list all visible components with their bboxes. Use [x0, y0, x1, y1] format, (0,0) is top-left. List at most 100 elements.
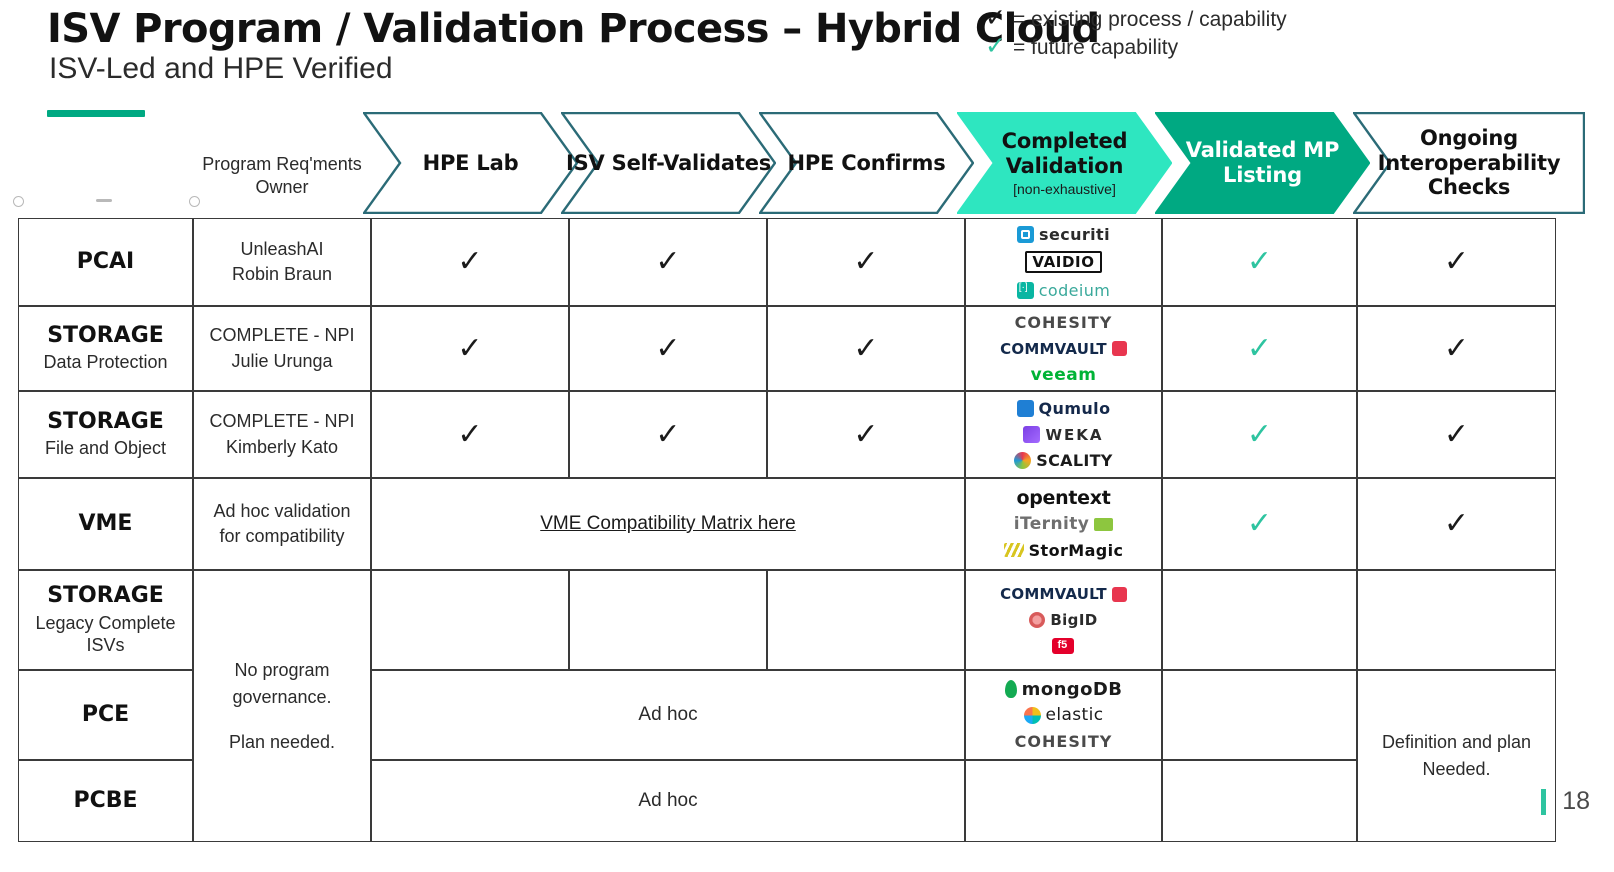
stage-chevron-validated-mp-listing[interactable]: Validated MP Listing: [1155, 112, 1370, 214]
logo-bigid: BigID: [1029, 611, 1097, 629]
column-header-owner: Program Req'ments Owner: [193, 112, 371, 214]
validated-mp-cell: ✓: [1162, 306, 1357, 391]
ongoing-checks-cell: [1357, 570, 1556, 670]
completed-validation-cell: opentext iTernity StorMagic: [965, 478, 1162, 570]
chevron-shape-icon: [561, 112, 776, 214]
legend-label: = future capability: [1012, 36, 1179, 59]
check-icon: ✓: [1246, 330, 1273, 366]
logo-opentext: opentext: [1017, 487, 1111, 509]
completed-validation-cell: securiti VAIDIO codeium: [965, 218, 1162, 306]
validated-mp-cell: ✓: [1162, 391, 1357, 478]
logo-cohesity: COHESITY: [1015, 732, 1113, 751]
elastic-icon: [1023, 706, 1041, 724]
vme-merged-cell: VME Compatibility Matrix here: [371, 478, 965, 570]
hpe-lab-cell: ✓: [371, 306, 569, 391]
logo-label: COMMVAULT: [1000, 339, 1107, 358]
isv-self-cell: [569, 570, 767, 670]
owner-cell: COMPLETE - NPI Julie Urunga: [193, 306, 371, 391]
logo-qumulo: Qumulo: [1016, 399, 1111, 418]
vme-compatibility-matrix-link[interactable]: VME Compatibility Matrix here: [540, 513, 796, 534]
page-number-value: 18: [1562, 787, 1590, 815]
securiti-icon: [1017, 225, 1035, 243]
owner-header-label: Program Req'ments Owner: [202, 153, 362, 198]
pcbe-merged-cell: Ad hoc: [371, 760, 965, 842]
check-icon: ✓: [655, 416, 681, 452]
check-icon: ✓: [853, 244, 879, 279]
logo-vaidio: VAIDIO: [1025, 251, 1102, 273]
ongoing-checks-cell: ✓: [1357, 306, 1556, 391]
check-icon: ✓: [1443, 416, 1470, 452]
owner-line-1: COMPLETE - NPI: [209, 325, 355, 346]
check-icon: ✓: [985, 32, 1006, 60]
owner-cell: Ad hoc validation for compatibility: [193, 478, 371, 570]
check-icon: ✓: [853, 416, 879, 452]
qumulo-icon: [1016, 400, 1034, 417]
weka-icon: [1023, 426, 1041, 443]
hpe-confirms-cell: ✓: [767, 306, 965, 391]
completed-validation-cell: mongoDB elastic COHESITY: [965, 670, 1162, 760]
stage-chevron-ongoing-interoperability-checks[interactable]: Ongoing Interoperability Checks: [1353, 112, 1585, 214]
completed-validation-cell: Qumulo WEKA SCALITY: [965, 391, 1162, 478]
validated-mp-cell: ✓: [1162, 478, 1357, 570]
logo-label: WEKA: [1045, 425, 1104, 444]
stage-label: HPE Confirms: [787, 150, 946, 175]
validation-matrix: PCAI UnleashAI Robin Braun ✓ ✓ ✓ securit…: [18, 218, 1556, 842]
page-accent-bar: [1541, 788, 1547, 815]
governance-line-1: No program governance.: [232, 659, 332, 707]
stage-chevron-hpe-confirms[interactable]: HPE Confirms: [759, 112, 974, 214]
stage-label: Ongoing Interoperability Checks: [1377, 125, 1561, 200]
logo-stack: securiti VAIDIO codeium: [1016, 224, 1111, 300]
page-number: 18: [1541, 787, 1590, 816]
chevron-shape-icon: [363, 112, 578, 214]
check-icon: ✓: [457, 416, 483, 452]
legend-label: = existing process / capability: [1012, 8, 1287, 31]
segment-title: VME: [78, 510, 133, 536]
logo-stack: Qumulo WEKA SCALITY: [1014, 399, 1112, 470]
commvault-icon: [1111, 341, 1127, 356]
ongoing-checks-cell: ✓: [1357, 391, 1556, 478]
selection-handle[interactable]: [189, 196, 200, 207]
definition-note: Definition and plan Needed.: [1381, 732, 1532, 779]
check-icon: ✓: [655, 330, 681, 366]
logo-label: elastic: [1045, 705, 1104, 725]
stage-chevron-isv-self-validates[interactable]: ISV Self-Validates: [561, 112, 776, 214]
owner-line-1: UnleashAI: [240, 238, 324, 259]
stage-chevron-completed-validation[interactable]: Completed Validation [non-exhaustive]: [957, 112, 1172, 214]
logo-codeium: codeium: [1016, 280, 1111, 300]
stage-chevron-hpe-lab[interactable]: HPE Lab: [363, 112, 578, 214]
logo-label: Qumulo: [1038, 399, 1111, 418]
legend-item-existing: ✓ = existing process / capability: [985, 6, 1287, 34]
logo-label: VAIDIO: [1032, 253, 1095, 271]
check-icon: ✓: [985, 4, 1006, 32]
logo-label: securiti: [1039, 224, 1110, 244]
isv-self-cell: ✓: [569, 391, 767, 478]
stage-label: Validated MP Listing: [1185, 138, 1340, 187]
logo-stack: COHESITY COMMVAULT veeam: [1000, 313, 1127, 385]
logo-iternity: iTernity: [1014, 514, 1114, 534]
check-icon: ✓: [1443, 506, 1470, 541]
owner-cell: UnleashAI Robin Braun: [193, 218, 371, 306]
selection-handle[interactable]: [13, 196, 24, 207]
governance-note-cell: No program governance. Plan needed.: [193, 570, 371, 842]
logo-label: veeam: [1030, 364, 1097, 385]
logo-veeam: veeam: [1030, 364, 1097, 385]
chevron-shape-icon: [1353, 112, 1585, 214]
owner-line-2: Julie Urunga: [231, 350, 333, 371]
accent-bar: [47, 110, 145, 117]
selection-handle[interactable]: [96, 199, 112, 202]
logo-stack: mongoDB elastic COHESITY: [1004, 679, 1123, 751]
ongoing-checks-cell: ✓: [1357, 478, 1556, 570]
stormagic-icon: [1003, 543, 1024, 557]
stage-label: ISV Self-Validates: [565, 150, 772, 175]
ongoing-checks-cell: ✓: [1357, 218, 1556, 306]
table-row-segment: PCBE: [18, 760, 193, 842]
table-row-segment: PCE: [18, 670, 193, 760]
check-icon: ✓: [457, 244, 483, 279]
chevron-shape-icon: [759, 112, 974, 214]
logo-f5: [1052, 637, 1075, 655]
segment-title: STORAGE: [47, 323, 164, 349]
logo-label: codeium: [1038, 280, 1111, 300]
f5-icon: [1052, 638, 1075, 654]
segment-subtitle: File and Object: [44, 438, 167, 459]
